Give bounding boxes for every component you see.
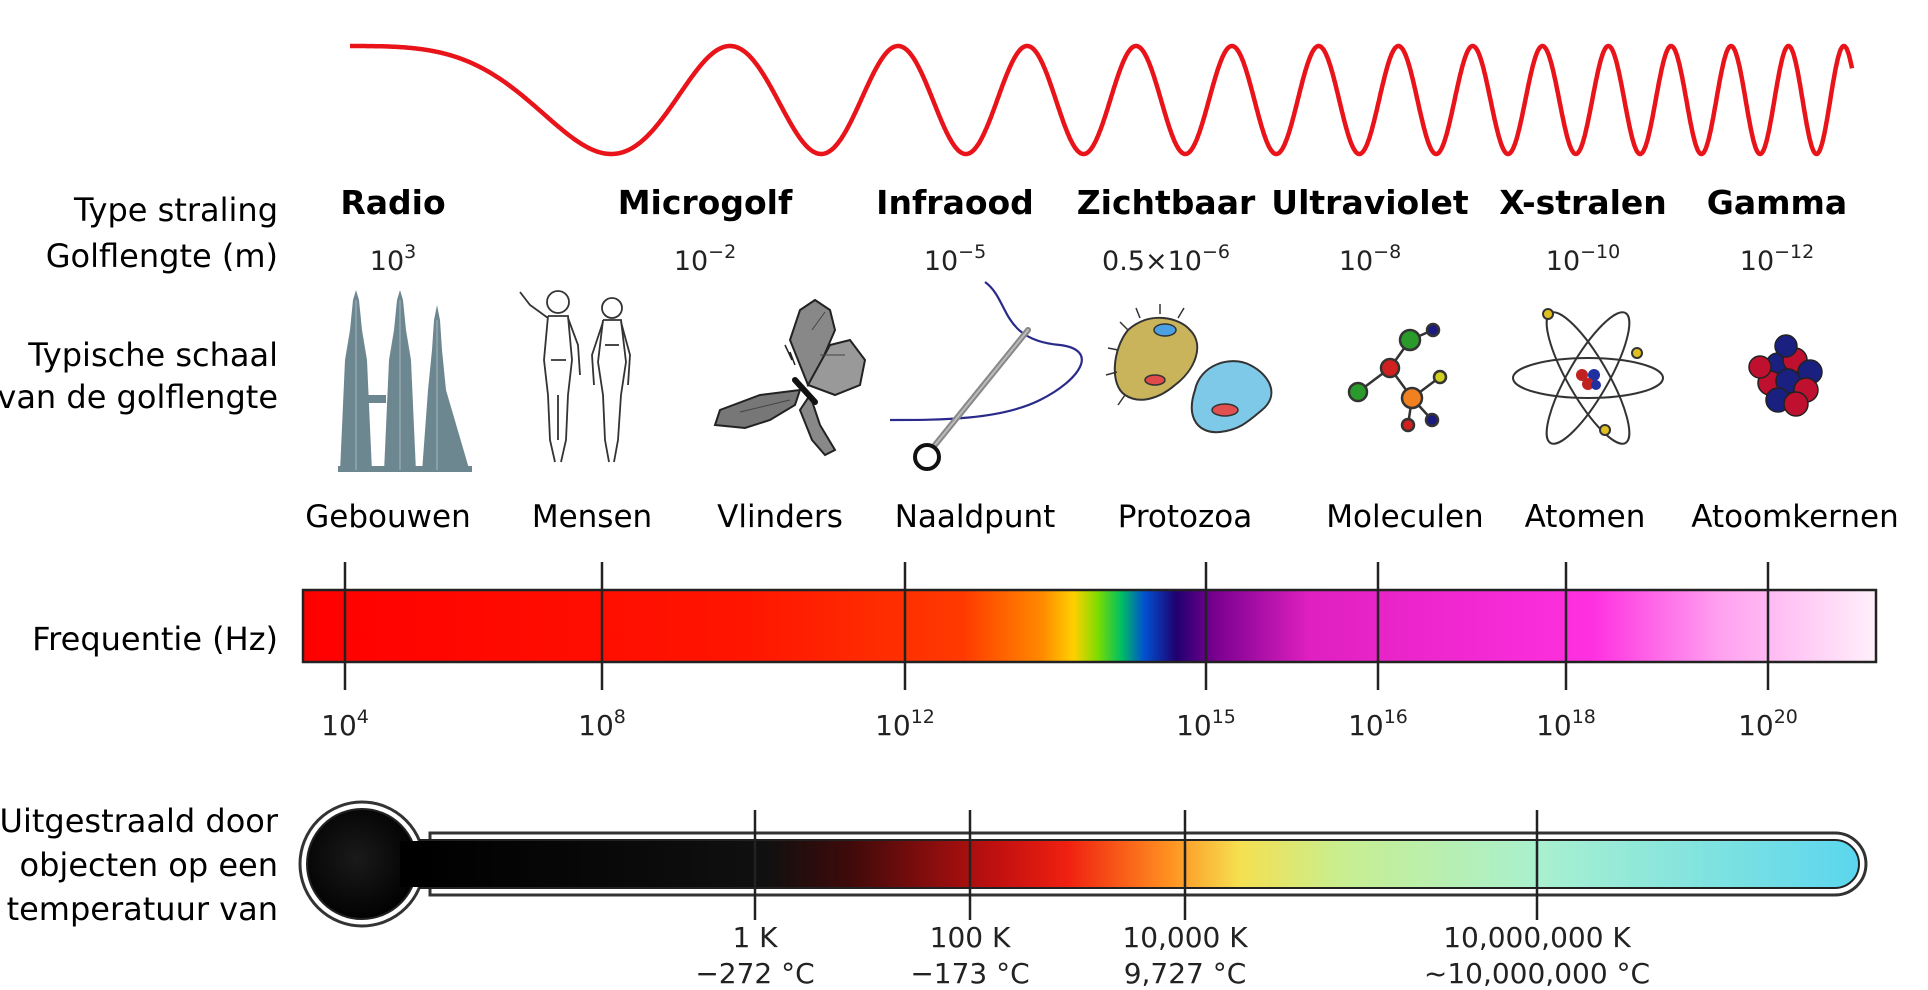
object-name-atomen: Atomen [1525,499,1646,535]
frequency-label: 1015 [1176,706,1236,742]
band-name-infraood: Infraood [876,183,1034,222]
object-name-gebouwen: Gebouwen [305,499,470,535]
wavelength-x-stralen: 10−10 [1546,241,1620,277]
temperature-celsius: −272 °C [695,957,814,990]
row-label-emitted-line1: Uitgestraald door [0,802,279,840]
temperature-kelvin: 10,000 K [1122,921,1248,954]
band-name-gamma: Gamma [1707,183,1847,222]
object-name-vlinders: Vlinders [717,499,843,535]
wavelength-radio: 103 [370,241,416,277]
butterfly-icon [713,298,867,457]
frequency-label: 108 [578,706,626,742]
band-name-radio: Radio [340,183,445,222]
object-name-moleculen: Moleculen [1326,499,1483,535]
band-name-microgolf: Microgolf [618,183,793,222]
frequency-label: 1016 [1348,706,1408,742]
object-name-atoomkernen: Atoomkernen [1691,499,1898,535]
wavelength-microgolf: 10−2 [674,241,736,277]
row-label-type: Type straling [73,191,278,229]
row-label-wavelength: Golflengte (m) [46,237,278,275]
frequency-label: 104 [321,706,369,742]
frequency-ticks [343,562,1770,690]
frequency-label: 1012 [875,706,935,742]
needle-icon [889,281,1083,471]
temperature-celsius: ~10,000,000 °C [1424,957,1650,990]
temperature-kelvin: 100 K [930,921,1011,954]
temperature-celsius: 9,727 °C [1124,957,1247,990]
temperature-kelvin: 10,000,000 K [1443,921,1631,954]
frequency-bar [301,588,1878,664]
row-label-emitted-line2: objecten op een [20,846,278,884]
band-name-zichtbaar: Zichtbaar [1077,183,1256,222]
object-name-mensen: Mensen [532,499,652,535]
molecule-icon [1347,322,1448,433]
wavelength-infraood: 10−5 [924,241,986,277]
band-name-x-stralen: X-stralen [1499,183,1667,222]
buildings-icon [338,290,472,472]
temperature-celsius: −173 °C [910,957,1029,990]
band-name-ultraviolet: Ultraviolet [1271,183,1469,222]
temperature-ticks [753,810,1539,920]
object-name-protozoa: Protozoa [1118,499,1253,535]
humans-icon [519,290,631,463]
frequency-label: 1020 [1738,706,1798,742]
wavelength-zichtbaar: 0.5×10−6 [1102,241,1230,277]
wave-illustration [350,43,1855,157]
wavelength-ultraviolet: 10−8 [1339,241,1401,277]
row-label-scale-line1: Typische schaal [27,336,278,374]
row-label-emitted-line3: temperatuur van [7,890,278,928]
row-label-frequency: Frequentie (Hz) [32,620,278,658]
object-name-naaldpunt: Naaldpunt [895,499,1056,535]
nucleus-icon [1748,334,1823,417]
temperature-kelvin: 1 K [732,921,778,954]
frequency-label: 1018 [1536,706,1596,742]
protozoa-icon [1105,304,1273,434]
row-label-scale-line2: van de golflengte [0,378,278,416]
atom-icon [1512,308,1664,445]
wavelength-gamma: 10−12 [1740,241,1814,277]
thermometer [298,800,1868,928]
